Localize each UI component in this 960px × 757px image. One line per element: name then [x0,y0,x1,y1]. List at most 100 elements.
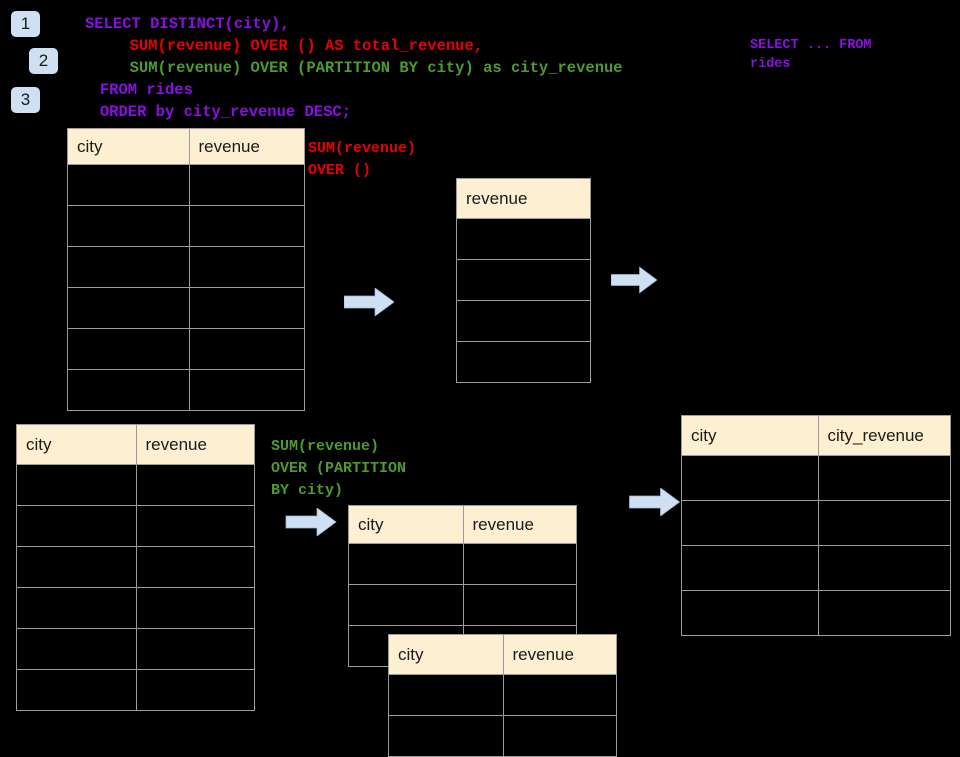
table-cell [456,218,591,260]
table-cell [135,464,255,506]
step-badge-1: 1 [11,11,40,37]
table-row [67,328,305,370]
table-cell [135,628,255,670]
table-cell [456,341,591,383]
table-row [67,164,305,206]
table-row [456,341,591,383]
table-row [681,455,951,501]
table-cell [16,505,137,547]
table-row [67,246,305,288]
table-cell [188,287,305,329]
table-row [456,218,591,260]
table-cell [681,590,819,636]
step-badge-3: 3 [11,87,40,113]
column-header-city: city [67,128,190,165]
sql-line-2: SUM(revenue) OVER () AS total_revenue, [129,37,484,55]
table-cell [188,164,305,206]
table-row [681,500,951,546]
table-row [16,505,255,547]
total-revenue-table: revenue [456,178,591,383]
table-cell [188,246,305,288]
table-cell [16,669,137,711]
table-cell [502,674,617,716]
table-cell [188,205,305,247]
column-header-revenue: revenue [502,634,617,675]
table-cell [348,543,464,585]
table-cell [456,259,591,301]
sum-over-partition-note: SUM(revenue) OVER (PARTITION BY city) [271,438,407,499]
table-header-row: revenue [456,178,591,219]
column-header-city: city [388,634,504,675]
table-row [348,543,577,585]
table-cell [817,545,951,591]
table-cell [67,246,190,288]
table-cell [388,715,504,757]
table-cell [188,369,305,411]
table-cell [817,500,951,546]
arrow-partition-to-result [629,488,680,516]
arrow-total-to-result [611,266,657,294]
table-row [16,628,255,670]
table-cell [16,587,137,629]
table-cell [67,287,190,329]
table-cell [16,546,137,588]
sql-line-3: SUM(revenue) OVER (PARTITION BY city) as… [129,59,623,77]
table-cell [135,505,255,547]
table-row [67,369,305,411]
table-cell [67,369,190,411]
table-cell [456,300,591,342]
table-cell [681,500,819,546]
column-header-city: city [681,415,819,456]
table-cell [462,584,577,626]
sql-line-1: SELECT DISTINCT(city), [85,15,290,33]
table-cell [67,205,190,247]
table-row [388,715,617,757]
table-row [16,587,255,629]
table-row [16,546,255,588]
table-cell [135,546,255,588]
table-cell [135,587,255,629]
table-row [16,669,255,711]
column-header-revenue: revenue [456,178,591,219]
table-row [681,590,951,636]
table-cell [188,328,305,370]
table-row [681,545,951,591]
arrow-source-to-partition [285,508,337,536]
sql-line-5: ORDER by city_revenue DESC; [99,103,352,121]
table-row [67,287,305,329]
table-cell [348,584,464,626]
table-cell [681,545,819,591]
table-cell [817,455,951,501]
column-header-revenue: revenue [462,505,577,544]
table-row [456,259,591,301]
table-row [456,300,591,342]
table-row [388,674,617,716]
step-badge-2: 2 [29,48,58,74]
sql-line-4: FROM rides [99,81,193,99]
table-cell [817,590,951,636]
column-header-city: city [348,505,464,544]
select-from-rides-note: SELECT ... FROM rides [750,38,872,72]
table-row [16,464,255,506]
table-cell [16,464,137,506]
table-cell [16,628,137,670]
sum-over-empty-note: SUM(revenue) OVER () [308,140,417,179]
table-cell [462,543,577,585]
table-cell [67,164,190,206]
table-cell [502,715,617,757]
table-row [67,205,305,247]
column-header-city: city [16,424,137,465]
table-cell [388,674,504,716]
column-header-city_revenue: city_revenue [817,415,951,456]
column-header-revenue: revenue [135,424,255,465]
arrow-source-to-total [344,288,394,316]
